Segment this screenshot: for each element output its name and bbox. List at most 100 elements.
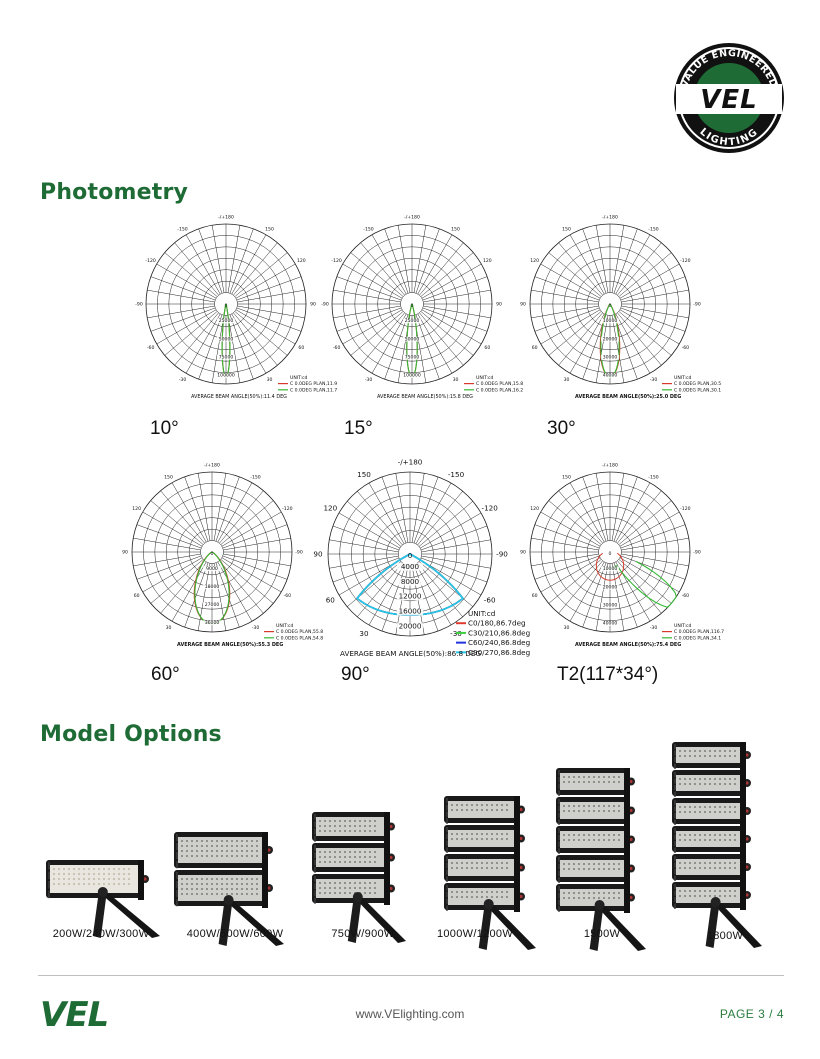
polar-spoke [174,312,219,366]
ring-value-label: 12000 [399,592,422,601]
polar-spoke [418,561,473,607]
polar-spoke [595,225,609,293]
polar-angle-label: 150 [562,474,571,480]
polar-spoke [420,512,482,549]
polar-spoke [164,252,218,297]
heat-fin [674,856,676,862]
polar-angle-label: -/+180 [602,215,618,221]
polar-spoke [613,228,638,294]
led-array [679,750,736,757]
mount-knob-center [519,865,523,870]
polar-spoke [197,473,211,541]
heat-fin [674,800,676,806]
side-rail [384,812,390,905]
beam-label-dt2: T2(117*34°) [557,664,659,685]
polar-angle-label: 30 [564,377,570,383]
polar-angle-label: -90 [295,550,303,556]
beam-angle-note: AVERAGE BEAM ANGLE(50%):86.8 DEG [340,649,481,658]
ring-value-label: 10000 [603,566,618,572]
heat-fin [446,833,448,840]
polar-spoke [381,476,407,544]
ring-value-label: 20000 [603,336,618,342]
polar-spoke [233,242,278,296]
heat-fin [674,785,676,791]
model-label-1: 200W/240W/300W [52,928,150,940]
heat-fin [446,898,448,904]
mount-knob-center [389,886,393,891]
ring-label-bg [397,563,423,571]
floodlight-5-module [556,768,646,951]
polar-spoke [617,312,662,366]
polar-angle-label: -30 [650,625,658,631]
yoke-bracket [478,904,493,950]
polar-spoke [420,525,488,551]
polar-angle-label: 60 [532,345,538,351]
heat-fin [558,783,560,789]
beam-label-d15: 15° [344,418,373,439]
polar-spoke [619,309,680,345]
heat-fin [674,828,676,834]
heat-fin [558,799,560,805]
polar-spoke [213,563,227,631]
polar-angle-label: -90 [321,302,329,308]
beam-label-d30: 30° [547,418,576,439]
heat-fin [674,875,676,881]
mount-knob-center [745,781,749,785]
pivot-joint [223,895,234,905]
mount-knob-center [745,893,749,897]
polar-spoke [534,276,600,301]
ring-value-label: 75000 [405,355,420,361]
floodlight-6-module [672,742,762,948]
mount-knob-center [629,895,633,900]
polar-angle-label: 30 [359,629,369,638]
polar-spoke [342,309,403,345]
polar-spoke [347,561,402,607]
polar-spoke [142,557,203,593]
polar-spoke [147,305,215,319]
heat-fin [558,834,560,841]
polar-spoke [156,263,217,299]
heat-fin [558,776,560,783]
footer-url[interactable]: www.VElighting.com [355,1007,465,1021]
pivot-joint [710,897,721,907]
heat-fin [446,798,448,804]
legend-entry: C 0.0DEG PLAN,11.7 [290,387,337,393]
polar-spoke [619,511,680,547]
polar-angle-label: 90 [496,302,502,308]
polar-spoke [371,234,407,295]
seal-mid-text: VEL [700,85,757,115]
legend-entry: C 0.0DEG PLAN,54.8 [276,635,323,641]
mount-knob-center [519,836,523,841]
heat-fin [674,862,676,868]
polar-angle-label: -120 [680,506,691,512]
polar-spoke [184,476,209,542]
heat-fin [48,881,50,889]
model-label-4: 1000W/1200W [436,928,514,940]
heat-fin [558,841,560,847]
polar-spoke [615,234,651,295]
ring-label-bg [403,336,421,342]
heat-fin [446,856,448,862]
polar-spoke [548,500,602,545]
polar-spoke [423,289,491,303]
polar-spoke [217,482,253,543]
polar-spoke [595,473,609,541]
polar-spoke [142,511,203,547]
polar-spoke [150,307,216,332]
polar-angle-label: 90 [310,302,316,308]
polar-spoke [569,561,605,622]
polar-angle-label: 120 [530,506,539,512]
heat-fin [176,899,178,907]
polar-spoke [332,557,400,583]
heat-fin [674,763,676,769]
polar-spoke [420,311,474,356]
mount-knob-center [389,824,393,829]
led-array [451,862,508,869]
ring-label-bg [217,354,235,360]
heat-fin [674,834,676,840]
polar-spoke [595,563,609,631]
heat-fin [48,890,50,899]
candela-curve [595,552,625,581]
led-array [319,851,376,863]
polar-angle-label: 90 [520,550,526,556]
